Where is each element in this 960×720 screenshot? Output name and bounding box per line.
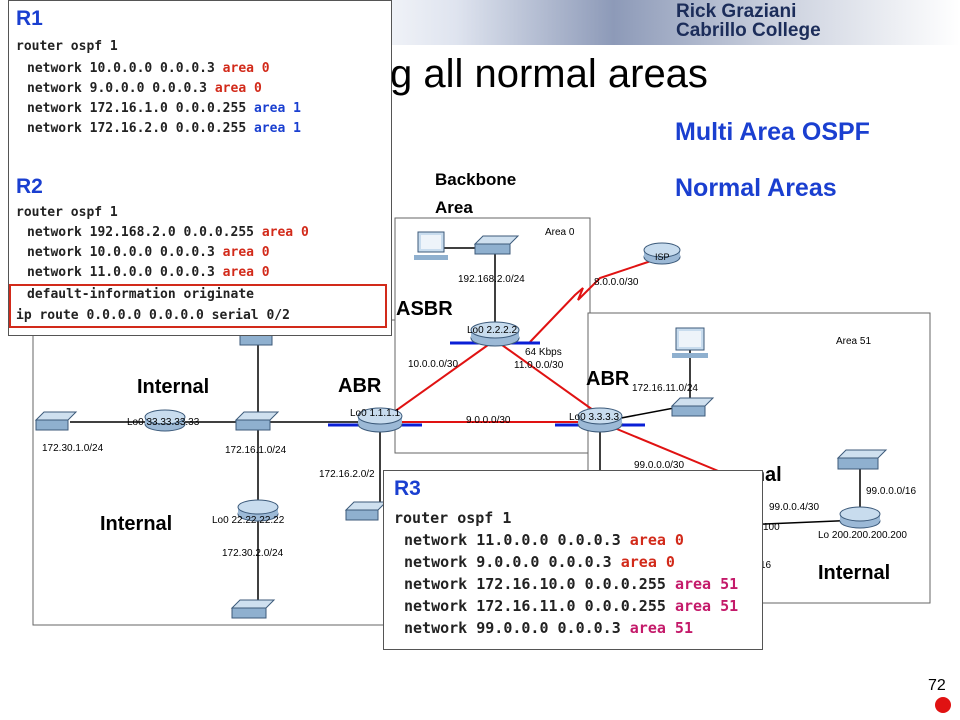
page-number: 72 (928, 677, 946, 694)
area51-label: Area 51 (836, 336, 872, 347)
router-r33-icon (144, 409, 186, 432)
r3-title: R3 (394, 477, 421, 500)
lo0-r3-label: Lo0 3.3.3.3 (569, 412, 620, 423)
net-172-30-1: 172.30.1.0/24 (42, 443, 104, 454)
lo-200-label: Lo 200.200.200.200 (818, 530, 907, 541)
backbone-label-1: Backbone (435, 170, 517, 189)
slide-title: g all normal areas (390, 52, 708, 96)
net-99: 99.0.0.0/30 (634, 460, 685, 471)
pc-top-left-icon (239, 334, 273, 346)
abr-left-label: ABR (338, 375, 382, 397)
internal-left-low-label: Internal (100, 513, 173, 535)
lo0-33-label: Lo0 33.33.33.33 (127, 417, 200, 428)
pc-area51-icon (672, 327, 708, 358)
lo0-22-label: Lo0 22.22.22.22 (212, 515, 285, 526)
net-172-11: 172.16.11.0/24 (632, 383, 698, 394)
default-route-highlight (9, 284, 387, 328)
banner-college: Cabrillo College (676, 20, 821, 41)
r1-r2-config-panel: R1 router ospf 1 network 10.0.0.0 0.0.0.… (8, 0, 392, 336)
r2-line-2: network 10.0.0.0 0.0.0.3 area 0 (27, 245, 270, 260)
net-99-16: 99.0.0.0/16 (866, 486, 917, 497)
normal-areas-heading: Normal Areas (675, 174, 837, 202)
lo0-r2-label: Lo0 2.2.2.2 (467, 325, 518, 336)
router-r22-icon (237, 499, 279, 522)
switch-bottom-icon (230, 599, 276, 619)
r2-default-info: default-information originate (27, 287, 254, 302)
internal-r1-label: Internal (137, 376, 210, 398)
r2-line-3: network 11.0.0.0 0.0.0.3 area 0 (27, 265, 270, 280)
net-99-4: 99.0.0.4/30 (769, 502, 820, 513)
r3-line-5: network 99.0.0.0 0.0.0.3 area 51 (404, 619, 693, 637)
pc-area0-icon (414, 231, 448, 260)
backbone-label-2: Area (435, 198, 473, 217)
net-10: 10.0.0.0/30 (408, 359, 459, 370)
net-8: 8.0.0.0/30 (594, 277, 639, 288)
frag-16: 16 (760, 560, 772, 571)
r1-line-4: network 172.16.2.0 0.0.0.255 area 1 (27, 121, 301, 136)
r1-line-1: network 10.0.0.0 0.0.0.3 area 0 (27, 61, 270, 76)
r1-line-3: network 172.16.1.0 0.0.0.255 area 1 (27, 101, 301, 116)
lo0-r1-label: Lo0 1.1.1.1 (350, 408, 401, 419)
router-r1-icon (357, 407, 403, 433)
r3-line-1: network 11.0.0.0 0.0.0.3 area 0 (404, 531, 684, 549)
kbps-label: 64 Kbps (525, 347, 562, 358)
internal-right-low-label: Internal (818, 562, 891, 584)
r1-title: R1 (16, 7, 43, 30)
red-dot-icon (935, 697, 951, 713)
switch-left-icon (34, 411, 78, 431)
net-172-16-1: 172.16.1.0/24 (225, 445, 287, 456)
switch-area51-icon (670, 397, 715, 417)
switch-r200-icon (836, 449, 888, 470)
switch-r1-icon (344, 501, 388, 521)
r2-line-1: network 192.168.2.0 0.0.0.255 area 0 (27, 225, 309, 240)
net-172-16-2: 172.16.2.0/2 (319, 469, 375, 480)
link-r2-isp (529, 257, 661, 343)
area0-label: Area 0 (545, 227, 575, 238)
switch-area0-icon (473, 235, 520, 255)
link-r1-r2 (379, 339, 496, 423)
link-r2-r3 (494, 339, 601, 416)
frag-100: 100 (763, 522, 780, 533)
multi-area-heading: Multi Area OSPF (675, 118, 870, 146)
r2-ip-route: ip route 0.0.0.0 0.0.0.0 serial 0/2 (16, 308, 290, 323)
router-r200-icon (839, 506, 881, 529)
net-172-30-2: 172.30.2.0/24 (222, 548, 284, 559)
r2-title: R2 (16, 175, 43, 198)
r3-line-3: network 172.16.10.0 0.0.0.255 area 51 (404, 575, 739, 593)
r3-line-4: network 172.16.11.0 0.0.0.255 area 51 (404, 597, 739, 615)
switch-center-icon (234, 411, 280, 431)
net-11: 11.0.0.0/30 (514, 360, 564, 371)
r3-config-panel: R3 router ospf 1 network 11.0.0.0 0.0.0.… (383, 470, 763, 650)
r1-line-2: network 9.0.0.0 0.0.0.3 area 0 (27, 81, 262, 96)
r2-cmd: router ospf 1 (16, 205, 118, 220)
banner-author: Rick Graziani (676, 1, 797, 22)
router-r2-icon (470, 321, 520, 347)
asbr-label: ASBR (396, 298, 453, 320)
router-isp-icon (643, 242, 681, 265)
net-9: 9.0.0.0/30 (466, 415, 511, 426)
r3-line-2: network 9.0.0.0 0.0.0.3 area 0 (404, 553, 675, 571)
r3-cmd: router ospf 1 (394, 509, 512, 527)
header-banner (330, 0, 960, 45)
abr-right-label: ABR (586, 368, 630, 390)
net-192: 192.168.2.0/24 (458, 274, 525, 285)
router-r3-icon (577, 407, 623, 433)
r1-cmd: router ospf 1 (16, 39, 118, 54)
isp-label: ISP (655, 252, 670, 262)
